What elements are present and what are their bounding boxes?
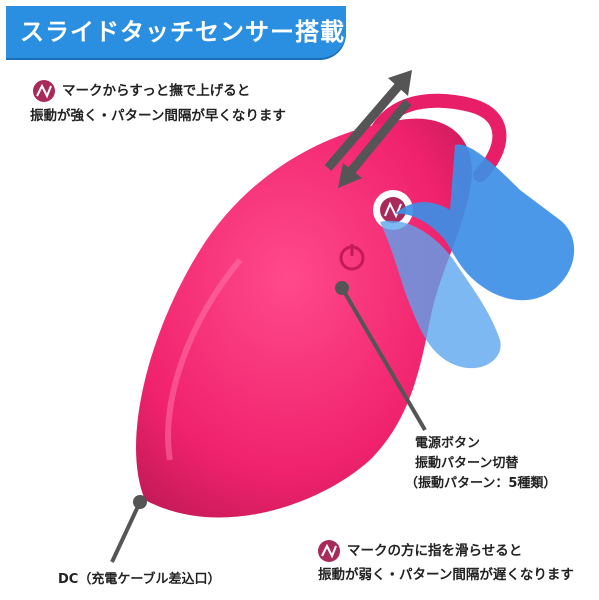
note-up-line2: 振動が強く・パターン間隔が早くなります — [30, 108, 286, 124]
slide-arrow-icon — [324, 70, 412, 188]
loop-handle — [363, 93, 507, 182]
pattern-count-label: （振動パターン：5種類） — [405, 476, 557, 491]
pattern-switch-label: 振動パターン切替 — [415, 456, 519, 471]
note-up-line1: マークからすっと撫で上げると — [62, 83, 251, 99]
sensor-mark-icon — [373, 190, 413, 230]
power-icon — [339, 244, 365, 271]
note-down-line2: 振動が弱く・パターン間隔が遅くなります — [318, 567, 574, 583]
sensor-mark-icon — [318, 540, 340, 562]
note-down-line1: マークの方に指を滑らせると — [347, 543, 523, 559]
pointing-hand-icon — [380, 144, 575, 369]
page-title: スライドタッチセンサー搭載 — [6, 6, 346, 58]
power-button-label: 電源ボタン — [415, 436, 481, 451]
dc-port-label: DC（充電ケーブル差込口） — [58, 572, 221, 587]
sensor-mark-icon — [33, 80, 55, 102]
